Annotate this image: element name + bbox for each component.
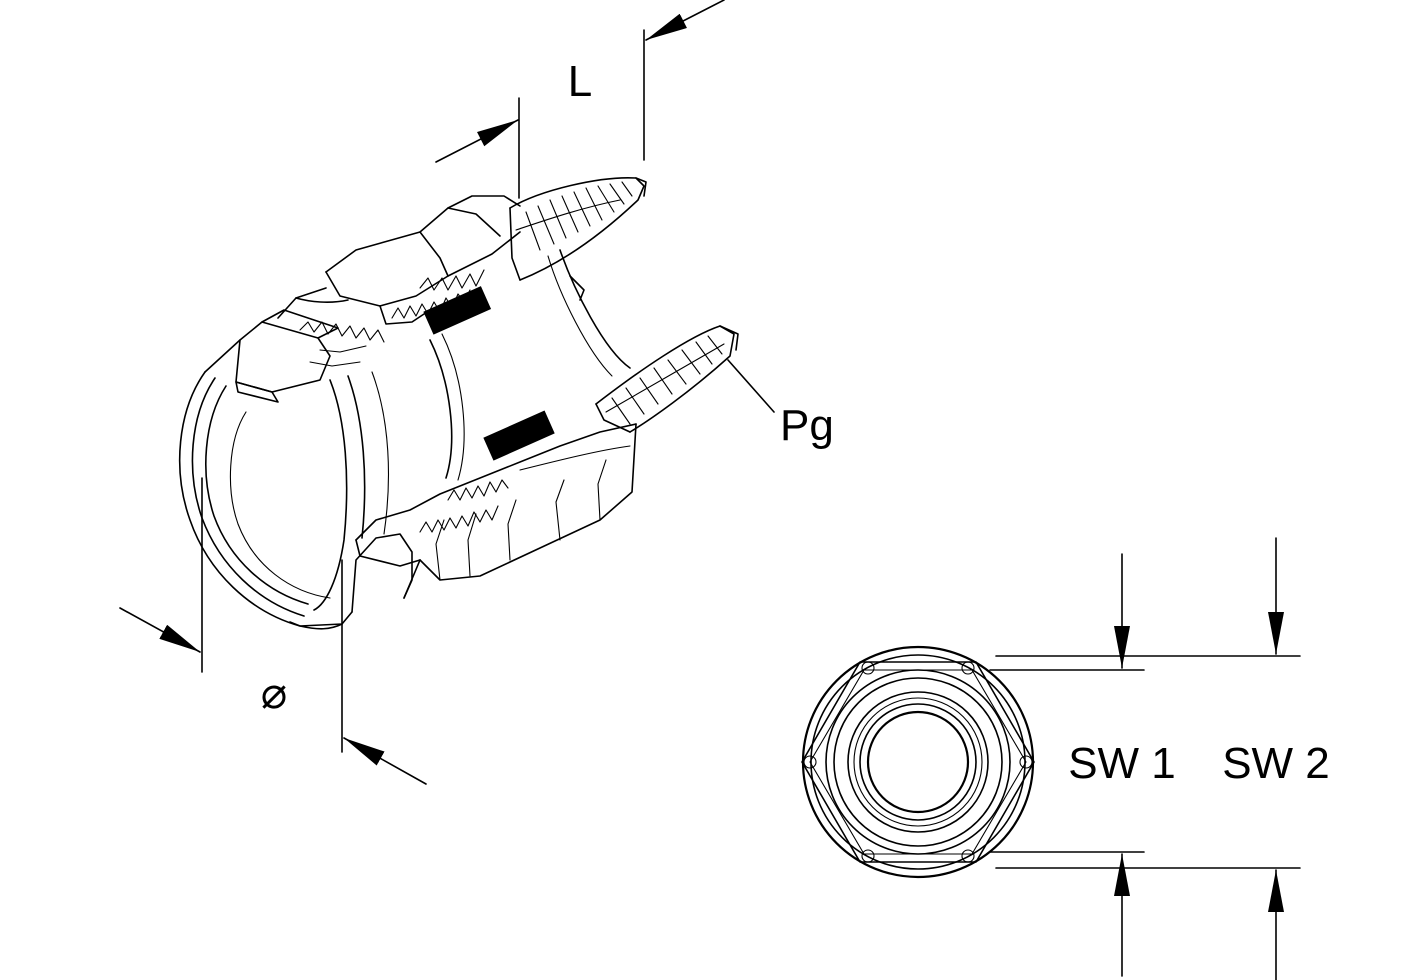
sw2-label: SW 2 [1222,739,1330,788]
dimension-thread: Pg [727,359,834,450]
dimension-length: L [435,0,725,199]
upper-seal-insert [423,286,492,335]
inner-bore [313,249,631,611]
dimension-diameter: ⌀ [119,477,427,785]
lower-seal-insert [483,410,555,461]
front-end-view [801,645,1035,879]
length-label: L [568,57,592,106]
dimension-sw1: SW 1 [989,553,1176,977]
diameter-label: ⌀ [261,669,288,718]
dimension-sw2: SW 2 [995,537,1330,980]
lower-threaded-spigot [595,325,739,433]
body-lower-section [351,423,637,613]
body-upper-section [277,195,521,367]
sw1-label: SW 1 [1068,739,1176,788]
dome-nut [178,309,353,630]
thread-label: Pg [780,401,834,450]
isometric-cutaway-view [178,177,739,630]
upper-threaded-spigot [509,177,647,281]
